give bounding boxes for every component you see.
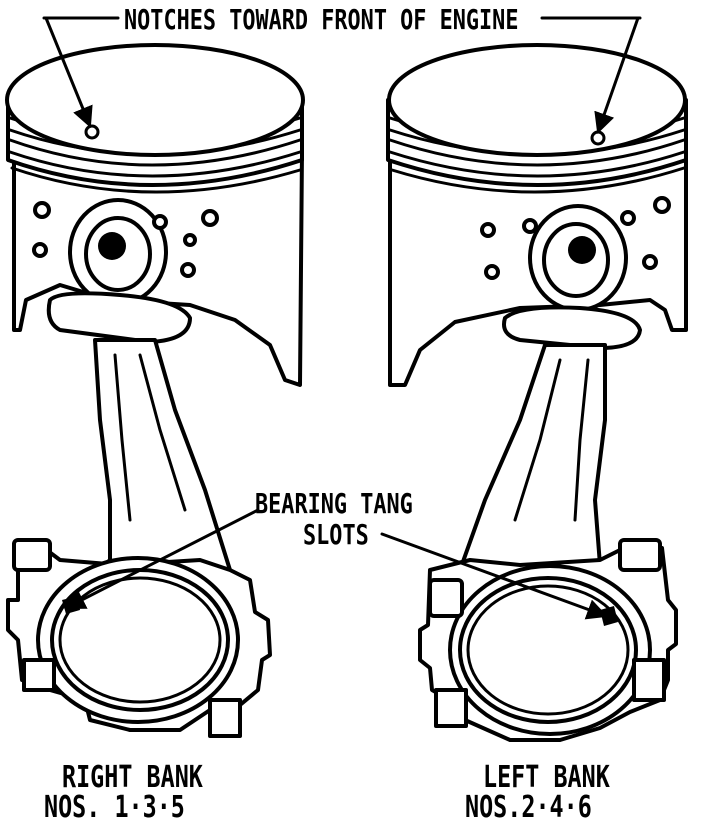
notches-label: NOTCHES TOWARD FRONT OF ENGINE (124, 3, 519, 36)
leader-lines (42, 16, 642, 620)
left-piston-crown (387, 43, 687, 157)
right-piston-notch (84, 124, 100, 140)
right-piston-crown (5, 43, 305, 157)
right-bank-numbers: NOS. 1·3·5 (44, 790, 185, 825)
right-bank-label: RIGHT BANK (62, 760, 203, 795)
right-rod-beam (78, 338, 237, 597)
left-bearing-bore (458, 576, 638, 724)
right-bank-piston-assembly (5, 43, 305, 738)
left-rod-beam (458, 343, 622, 592)
right-bearing-bore (50, 568, 230, 712)
left-piston-notch (590, 130, 606, 146)
left-bank-label: LEFT BANK (483, 760, 610, 795)
left-bank-numbers: NOS.2·4·6 (465, 790, 592, 825)
left-bank-piston-assembly (386, 43, 688, 742)
bearing-tang-label: BEARING TANG (255, 487, 413, 520)
slots-label: SLOTS (303, 518, 369, 551)
